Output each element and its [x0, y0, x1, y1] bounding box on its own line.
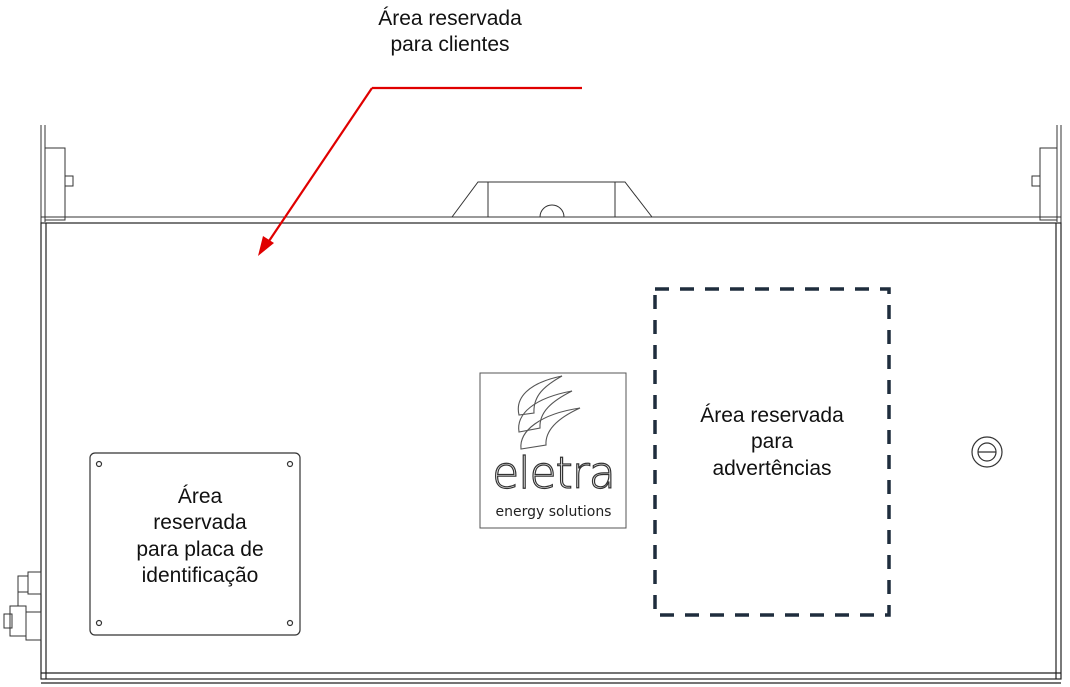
clients-label-line: Área reservada: [378, 7, 522, 30]
right-bracket: [1031, 125, 1062, 222]
warnings-label-line: Área reservada: [700, 404, 844, 427]
logo-wordmark: eletra: [492, 448, 617, 499]
warnings-area: [653, 287, 891, 617]
clients-label-line: para clientes: [390, 33, 510, 57]
identification-label-line: reservada: [153, 511, 247, 535]
identification-label-line: Área: [177, 485, 223, 508]
identification-plate: [89, 452, 301, 636]
callout-arrow: [266, 86, 582, 245]
left-fittings: [3, 571, 42, 641]
left-bracket: [40, 125, 74, 222]
lock-icon: [971, 436, 1003, 468]
cabinet-body: [40, 222, 1062, 684]
warnings-area-label: Área reservada para advertências: [656, 403, 888, 482]
warnings-label-line: advertências: [712, 456, 832, 480]
identification-label-line: para placa de: [136, 537, 264, 561]
identification-plate-label: Área reservada para placa de identificaç…: [95, 484, 305, 590]
warnings-label-line: para: [750, 430, 794, 454]
logo-tagline: energy solutions: [495, 504, 612, 520]
clients-area-label: Área reservada para clientes: [330, 6, 570, 59]
logo-icon: [517, 375, 581, 450]
top-lug: [451, 181, 653, 218]
identification-label-line: identificação: [141, 564, 259, 588]
arrow-head: [258, 236, 274, 256]
cabinet-top-edge: [40, 216, 1062, 224]
logo-frame: [479, 372, 627, 529]
